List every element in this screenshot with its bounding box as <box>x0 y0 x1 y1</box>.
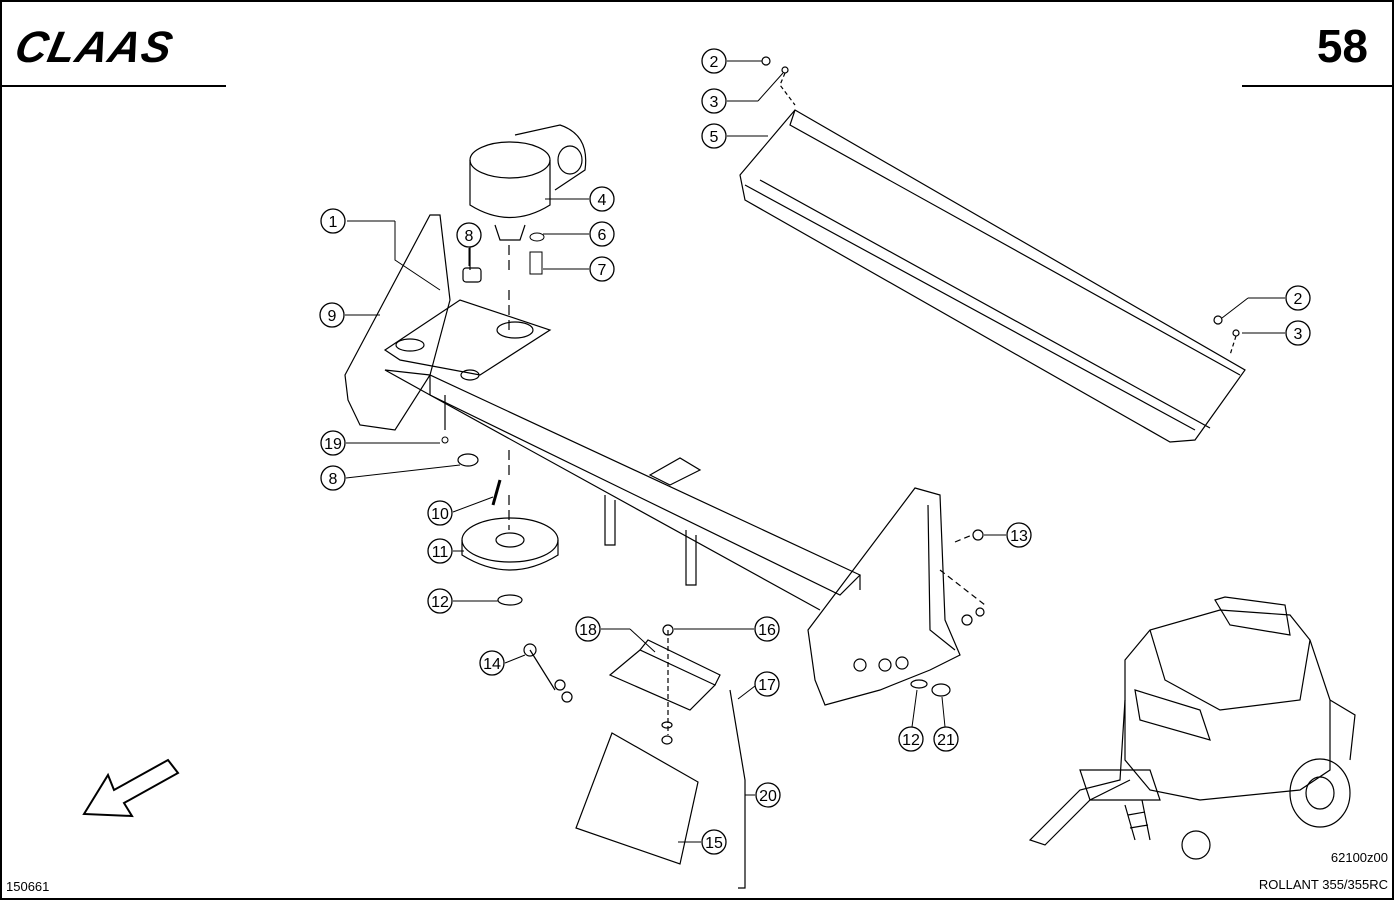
svg-text:16: 16 <box>758 622 776 639</box>
svg-text:7: 7 <box>598 262 607 279</box>
callout-18: 18 <box>575 616 656 653</box>
svg-text:8: 8 <box>329 471 338 488</box>
callout-layer: 1 2 3 5 4 6 7 8 9 2 3 19 8 10 11 12 13 1… <box>319 48 1311 855</box>
callout-13: 13 <box>984 522 1032 548</box>
callout-12-left: 12 <box>427 588 498 614</box>
callout-14: 14 <box>479 650 526 676</box>
drawing-lines <box>344 56 1356 889</box>
cover-panel <box>739 109 1246 443</box>
svg-text:6: 6 <box>598 227 607 244</box>
callout-12-right: 12 <box>898 689 924 752</box>
svg-text:19: 19 <box>324 436 342 453</box>
callout-1: 1 <box>320 208 441 291</box>
svg-text:3: 3 <box>1294 326 1303 343</box>
callout-9: 9 <box>319 302 380 328</box>
svg-text:20: 20 <box>759 788 777 805</box>
svg-text:12: 12 <box>431 594 449 611</box>
gearbox-body <box>469 160 551 219</box>
svg-text:15: 15 <box>705 835 723 852</box>
svg-text:1: 1 <box>329 214 338 231</box>
drawing-number: 62100z00 <box>1331 850 1388 865</box>
brand-logo: CLAAS <box>11 23 178 71</box>
callout-11: 11 <box>427 538 464 564</box>
left-bracket <box>344 214 451 431</box>
svg-text:21: 21 <box>937 732 955 749</box>
callout-15: 15 <box>678 829 727 855</box>
page-number: 58 <box>1317 20 1368 72</box>
callout-19: 19 <box>320 430 449 456</box>
svg-text:9: 9 <box>328 308 337 325</box>
svg-text:17: 17 <box>758 677 776 694</box>
svg-text:12: 12 <box>902 732 920 749</box>
svg-text:8: 8 <box>465 228 474 245</box>
rubber-flap <box>575 732 699 865</box>
callout-7: 7 <box>529 251 615 282</box>
callout-20: 20 <box>745 782 781 808</box>
disc <box>461 517 559 563</box>
svg-text:13: 13 <box>1010 528 1028 545</box>
callout-2-right: 2 <box>1221 285 1311 319</box>
svg-text:2: 2 <box>1294 291 1303 308</box>
svg-text:2: 2 <box>710 54 719 71</box>
svg-text:14: 14 <box>483 656 501 673</box>
catalog-number: 150661 <box>6 879 49 894</box>
main-beam <box>384 369 862 596</box>
svg-text:18: 18 <box>579 622 597 639</box>
callout-2-top: 2 <box>701 48 762 74</box>
callout-3-right: 3 <box>1242 320 1311 346</box>
callout-8-top: 8 <box>456 222 482 266</box>
svg-text:3: 3 <box>710 94 719 111</box>
callout-16: 16 <box>674 616 780 642</box>
model-name: ROLLANT 355/355RC <box>1259 877 1388 892</box>
svg-text:10: 10 <box>431 506 449 523</box>
right-bracket <box>807 487 961 706</box>
machine-overview-illustration <box>1028 596 1356 860</box>
svg-text:4: 4 <box>598 192 607 209</box>
svg-text:5: 5 <box>710 129 719 146</box>
callout-10: 10 <box>427 496 494 526</box>
callout-8-bottom: 8 <box>320 464 461 491</box>
callout-17: 17 <box>737 671 780 700</box>
callout-21: 21 <box>933 696 959 752</box>
hinge-plate <box>608 649 717 711</box>
callout-5: 5 <box>701 123 768 149</box>
callout-6: 6 <box>529 221 615 247</box>
callout-4: 4 <box>545 186 615 212</box>
svg-text:11: 11 <box>432 544 449 561</box>
direction-arrow <box>82 758 180 818</box>
callout-3-top: 3 <box>701 72 784 114</box>
gearbox-top <box>469 141 551 179</box>
